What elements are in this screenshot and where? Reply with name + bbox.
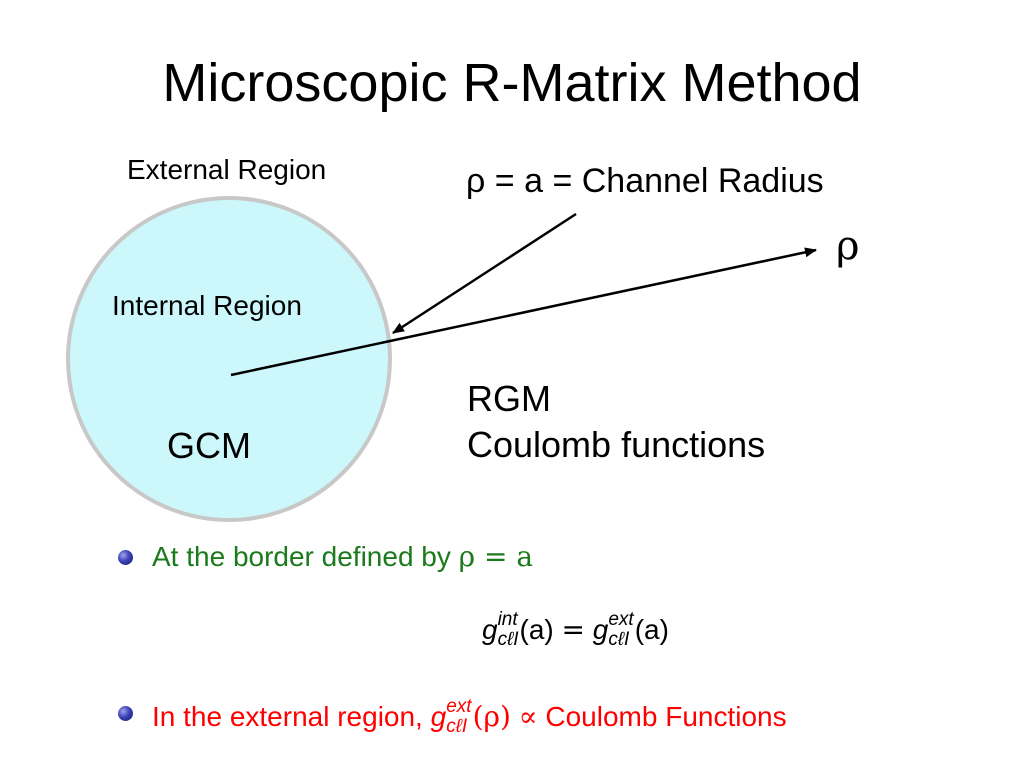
right-argument: (a) (634, 613, 669, 645)
equals-sign: = (561, 612, 585, 646)
rgm-label: RGM (467, 378, 551, 419)
external-argument: (ρ) (472, 699, 511, 733)
bullet-border-condition: At the border defined by ρ = a (152, 543, 533, 571)
left-subscript: cℓI (497, 629, 519, 650)
page-title: Microscopic R-Matrix Method (162, 53, 862, 113)
radius-arrow (230, 247, 817, 377)
left-superscript: int (497, 609, 518, 630)
channel-radius-pointer-arrow (392, 212, 577, 335)
bullet-border-math: ρ = a (458, 540, 534, 573)
bullet-icon (118, 706, 133, 721)
right-function: g (592, 613, 609, 645)
left-function: g (482, 613, 498, 645)
channel-radius-label: ρ = a = Channel Radius (466, 162, 824, 200)
external-subscript: cℓI (446, 716, 468, 737)
bullet-border-text: At the border defined by (152, 541, 459, 572)
bullet-icon (118, 550, 133, 565)
external-superscript: ext (446, 696, 472, 717)
internal-region-label: Internal Region (112, 290, 302, 321)
gcm-label: GCM (167, 425, 251, 466)
external-region-label: External Region (127, 154, 327, 185)
rho-symbol-label: ρ (836, 223, 860, 269)
coulomb-functions-label: Coulomb functions (467, 424, 766, 465)
internal-region-circle (66, 196, 392, 522)
right-superscript: ext (608, 609, 634, 630)
bullet-external-text-after: Coulomb Functions (545, 700, 787, 732)
external-function: g (430, 700, 447, 732)
proportional-symbol: ∝ (518, 699, 538, 733)
right-subscript: cℓI (608, 629, 630, 650)
bullet-external-text: In the external region, (152, 700, 431, 732)
left-argument: (a) (519, 613, 554, 645)
